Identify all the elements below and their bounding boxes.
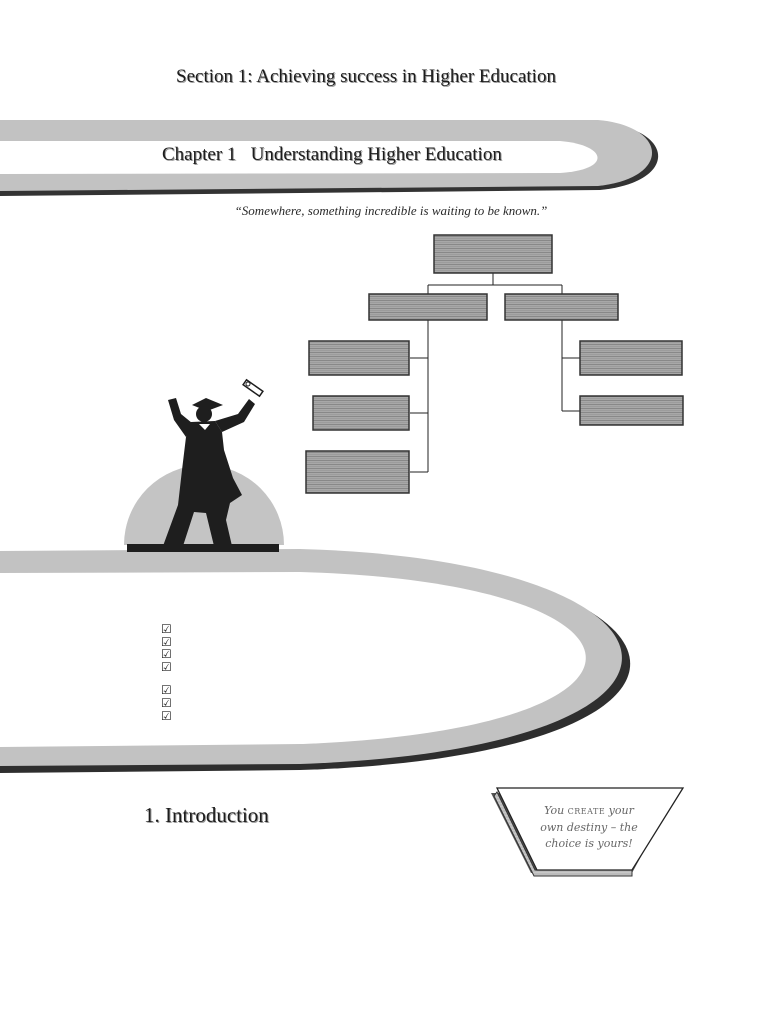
checkbox-checked-icon: ☑ [161,647,172,662]
org-box-left-2 [312,395,410,431]
org-box-right-2 [579,395,684,426]
checkbox-checked-icon: ☑ [161,683,172,698]
diploma-scroll [242,378,264,398]
checkbox-checked-icon: ☑ [161,622,172,636]
org-box-right-1 [579,340,683,376]
org-box-right-level2 [504,293,619,321]
chapter-heading: Chapter 1 Understanding Higher Education [162,144,502,166]
chapter-quote: “Somewhere, something incredible is wait… [234,203,548,218]
checkbox-checked-icon: ☑ [161,659,172,674]
chapter-title: Understanding Higher Education [250,144,502,165]
org-box-top [433,234,553,274]
chapter-number: Chapter 1 [162,144,237,165]
motto-text: You CREATE your own destiny – the choice… [533,803,645,852]
checklist: ☑ ☑ ☑ ☑ ☑ ☑ ☑ [161,623,172,722]
section-title: Section 1: Achieving success in Higher E… [176,66,556,87]
checkbox-checked-icon: ☑ [161,708,172,723]
chapter-band [0,120,659,196]
motto-part-2: your own destiny – the choice is yours! [540,804,638,850]
motto-box [491,787,685,877]
motto-emphasis: CREATE [567,807,606,816]
org-chart-lines [410,273,580,473]
graduate-illustration [123,378,284,552]
objectives-band [0,549,631,773]
org-box-left-level2 [368,293,488,321]
org-box-left-1 [308,340,410,376]
org-box-left-3 [305,450,410,494]
checkbox-checked-icon: ☑ [161,634,172,649]
org-chart-boxes [305,234,684,494]
checkbox-checked-icon: ☑ [161,695,172,710]
introduction-heading: 1. Introduction [144,803,269,827]
motto-part-1: You [544,804,568,817]
